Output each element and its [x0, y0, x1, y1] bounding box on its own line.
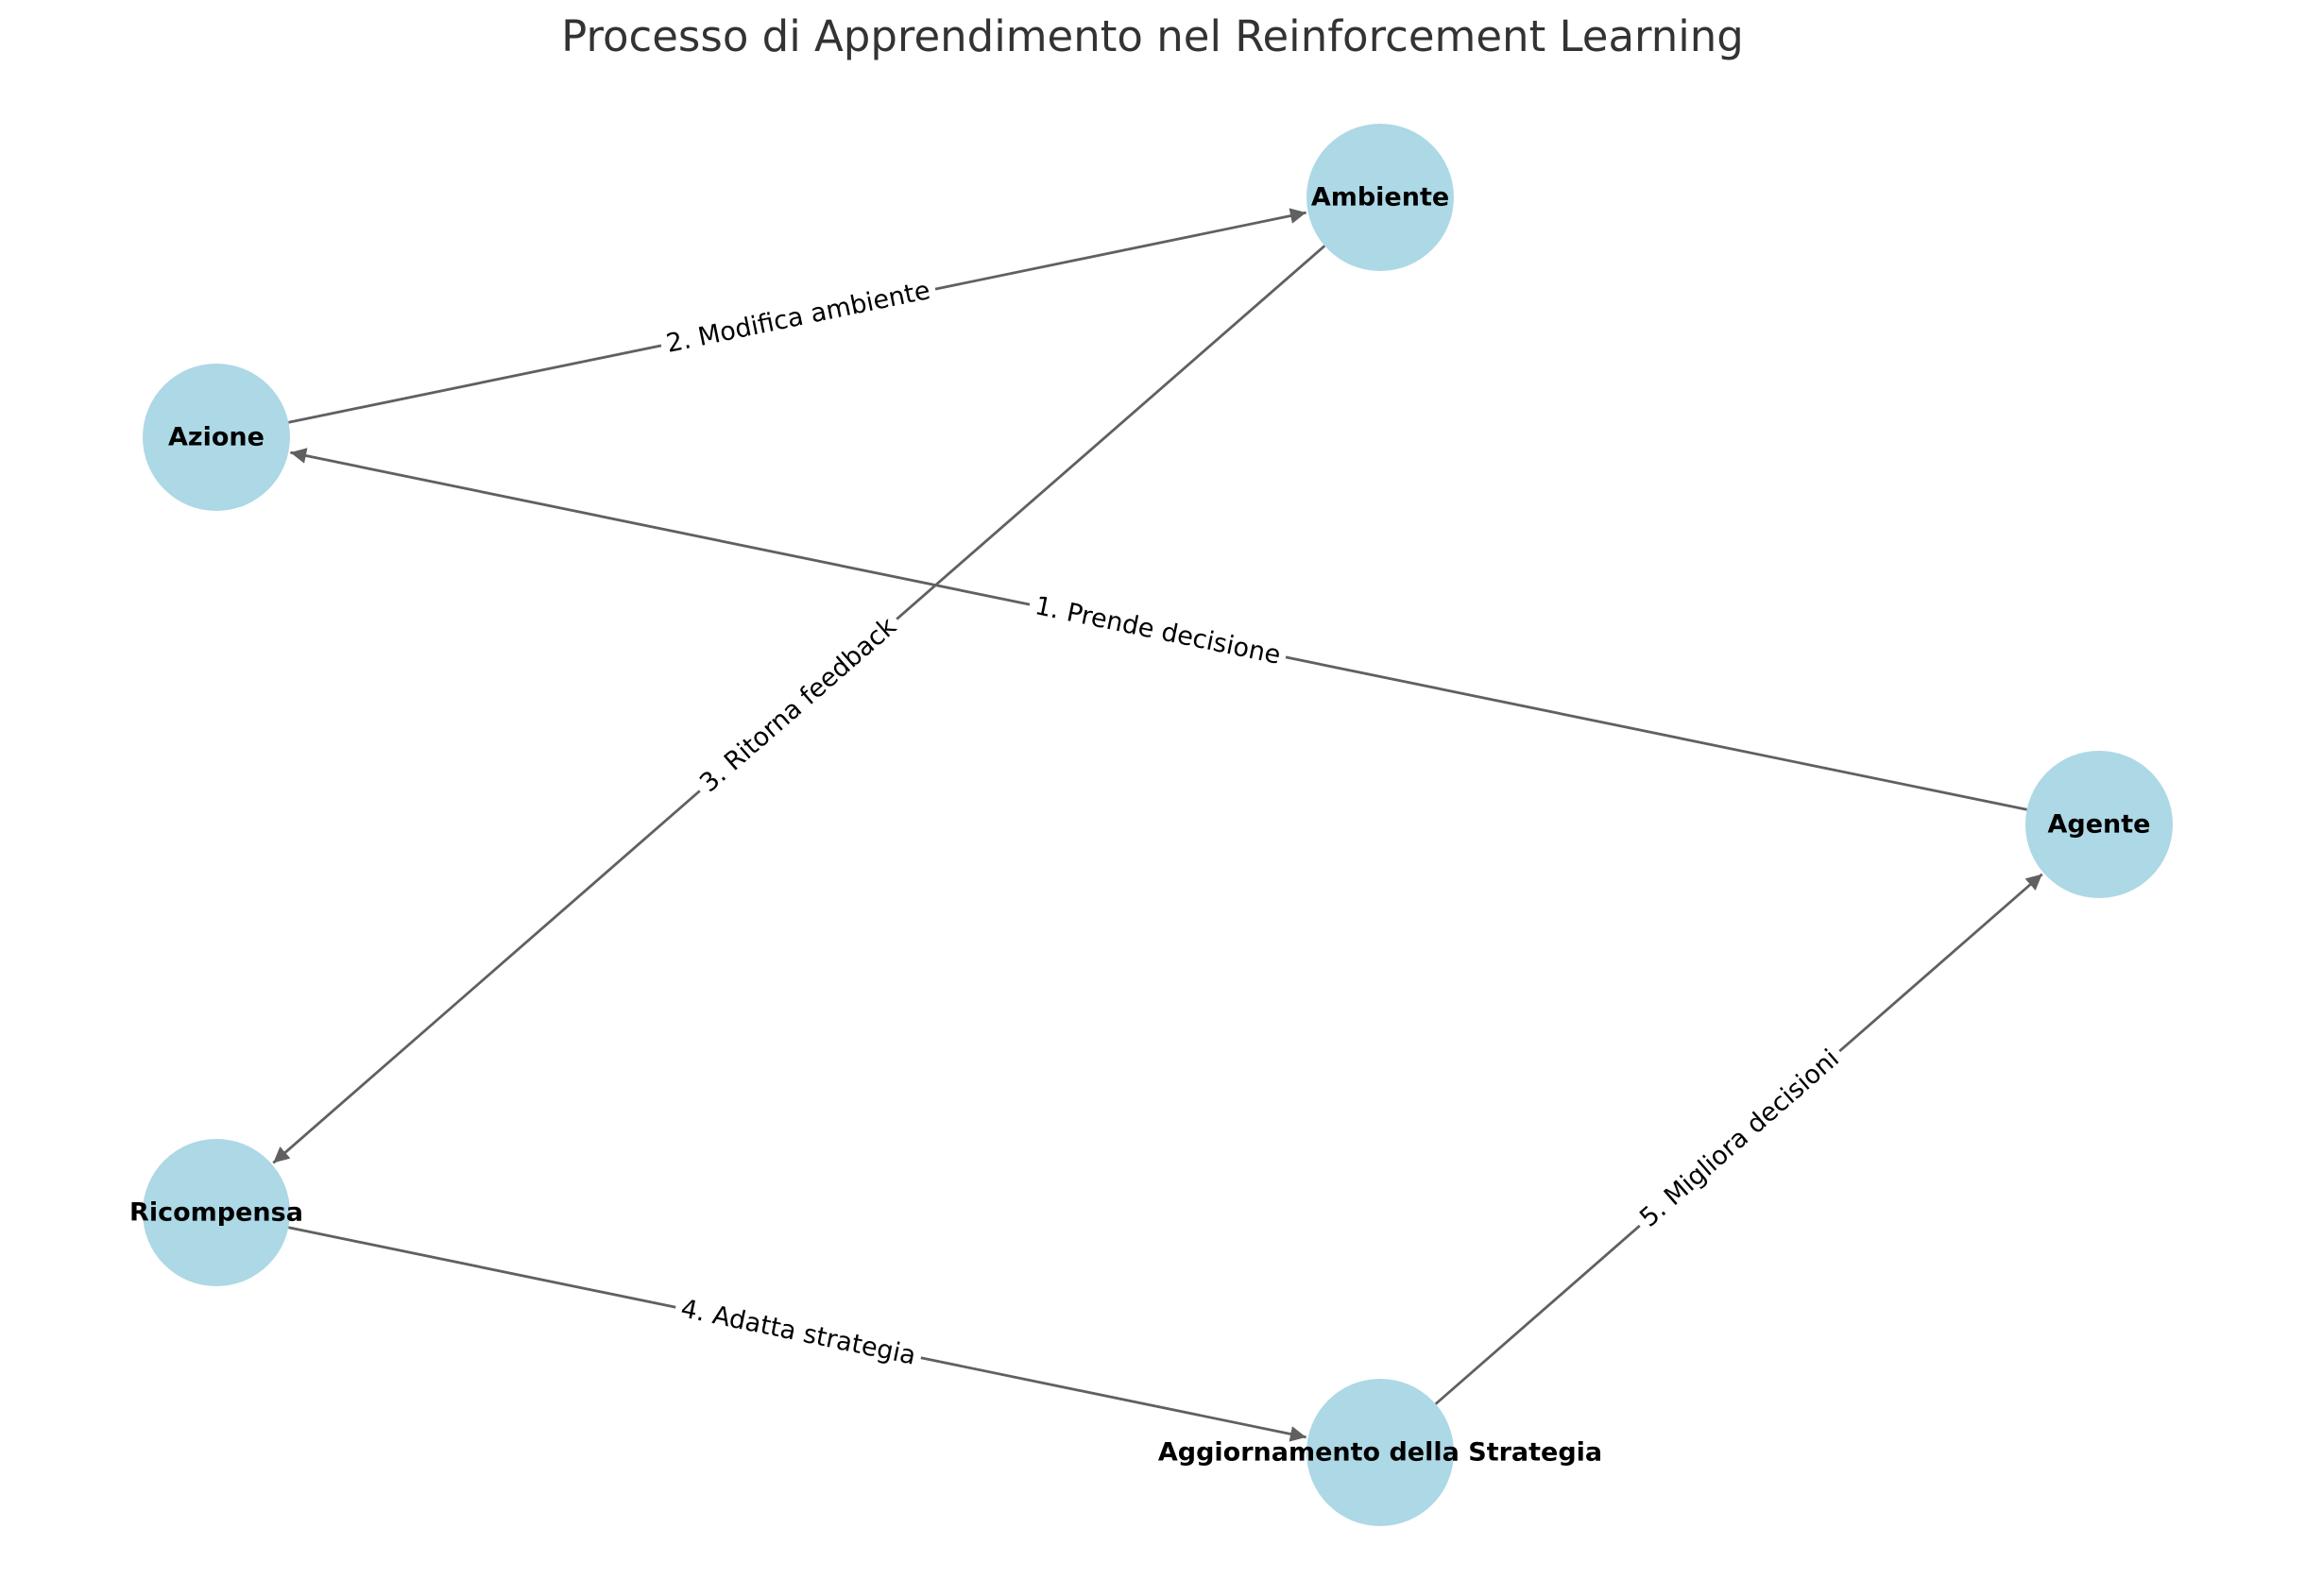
node-aggiornamento: Aggiornamento della Strategia	[1158, 1379, 1602, 1526]
node-label: Agente	[2048, 810, 2151, 840]
edge-label-group: 3. Ritorna feedback	[688, 606, 909, 804]
node-circle	[143, 364, 290, 511]
edge-label: 3. Ritorna feedback	[694, 612, 902, 799]
node-ricompensa: Ricompensa	[129, 1139, 303, 1286]
edges-layer	[272, 208, 2043, 1442]
edge-label-background	[657, 272, 939, 363]
node-circle	[1306, 124, 1454, 271]
edge-label-group: 5. Migliora decisioni	[1628, 1038, 1852, 1239]
node-agente: Agente	[2025, 751, 2173, 898]
node-label: Ricompensa	[129, 1198, 303, 1228]
node-label: Azione	[168, 423, 265, 452]
edge-label-background	[672, 1290, 925, 1375]
edge-label: 1. Prende decisione	[1033, 591, 1283, 671]
node-circle	[1306, 1379, 1454, 1526]
node-azione: Azione	[143, 364, 290, 511]
node-label: Ambiente	[1311, 183, 1449, 212]
node-ambiente: Ambiente	[1306, 124, 1454, 271]
edge-label: 2. Modifica ambiente	[664, 276, 933, 359]
edge-label: 5. Migliora decisioni	[1634, 1044, 1845, 1232]
edge-labels-layer: 1. Prende decisione 2. Modifica ambiente 3…	[657, 272, 1852, 1375]
nodes-layer: AmbienteAzioneAgenteRicompensaAggiorname…	[129, 124, 2173, 1526]
edge-label-group: 2. Modifica ambiente	[657, 272, 939, 363]
edge-label-group: 1. Prende decisione	[1026, 587, 1289, 674]
node-label: Aggiornamento della Strategia	[1158, 1438, 1602, 1468]
node-circle	[143, 1139, 290, 1286]
node-circle	[2025, 751, 2173, 898]
edge-label-group: 4. Adatta strategia	[672, 1290, 925, 1375]
diagram-title: Processo di Apprendimento nel Reinforcem…	[561, 11, 1744, 61]
edge-label-background	[1026, 587, 1289, 674]
edge-label-background	[688, 606, 909, 804]
edge-label-background	[1628, 1038, 1852, 1239]
